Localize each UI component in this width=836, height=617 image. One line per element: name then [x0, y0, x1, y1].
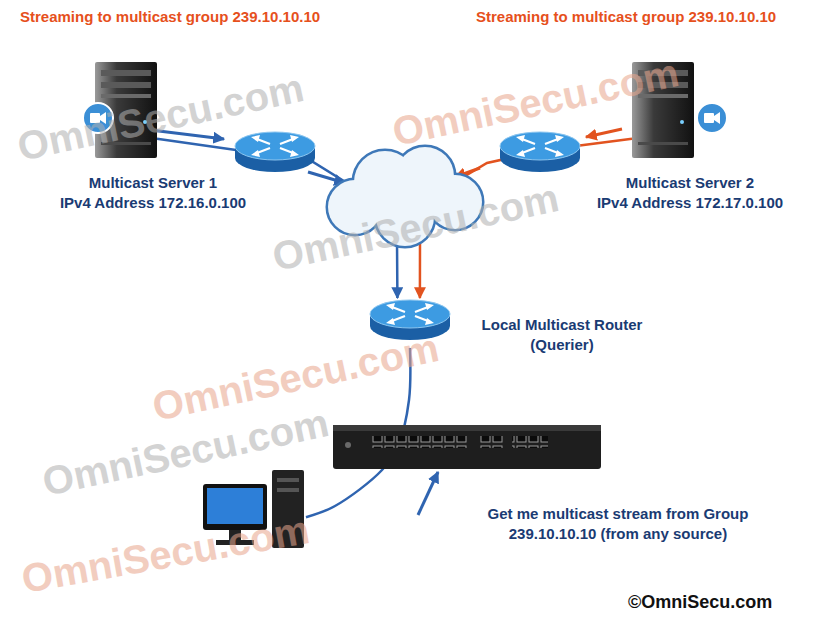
router-name: Local Multicast Router [457, 316, 667, 334]
server-name: Multicast Server 2 [585, 174, 795, 192]
switch-icon [333, 425, 601, 469]
router-icon [235, 132, 315, 172]
switch-icon [333, 425, 601, 469]
router-role: (Querier) [457, 336, 667, 354]
stream-heading: Streaming to multicast group 239.10.10.1… [476, 8, 776, 26]
ip-address: IPv4 Address 172.16.0.100 [38, 194, 268, 212]
server-icon [697, 103, 727, 133]
watermark: OmniSecu.com [18, 507, 313, 602]
flow-arrows [586, 129, 622, 137]
router-icon [500, 132, 580, 172]
flow-arrows [418, 472, 438, 515]
pc-icon [277, 488, 299, 492]
switch-icon [333, 425, 601, 431]
stream-heading: Streaming to multicast group 239.10.10.1… [20, 8, 320, 26]
request-note: Get me multicast stream from Group 239.1… [468, 504, 768, 544]
switch-icon [345, 442, 351, 448]
server-name: Multicast Server 1 [48, 174, 258, 192]
flow-arrows [308, 172, 345, 183]
router-icon [235, 132, 580, 340]
switch-icon [372, 436, 468, 448]
copyright-note: ©OmniSecu.com [628, 592, 772, 613]
switch-icon [512, 436, 548, 448]
switch-icon [480, 436, 504, 448]
pc-icon [277, 478, 299, 482]
ip-address: IPv4 Address 172.17.0.100 [575, 194, 805, 212]
